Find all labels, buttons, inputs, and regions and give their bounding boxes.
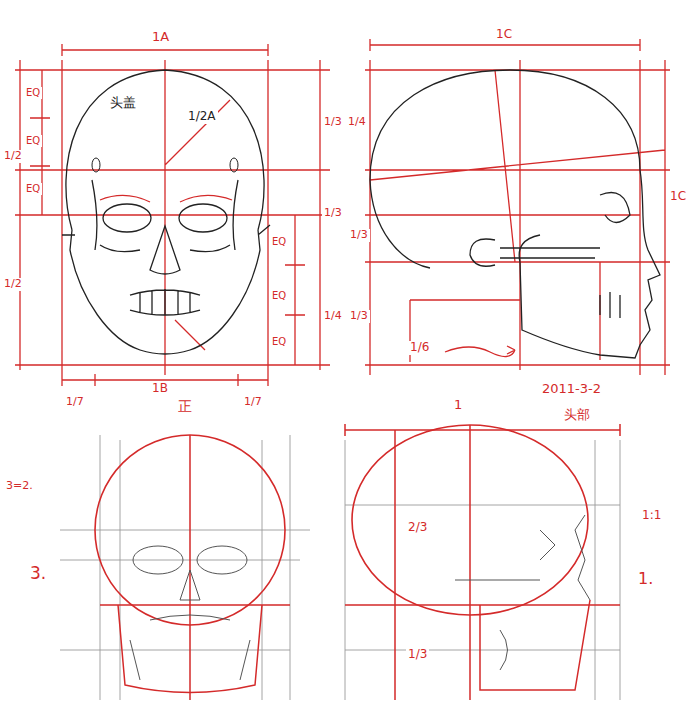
construction-lines	[345, 440, 620, 700]
dimension-label: 1/4	[346, 116, 368, 129]
dimension-label: 1C	[494, 28, 514, 42]
dimension-label: 1/2	[2, 278, 24, 291]
guide-lines	[365, 39, 670, 375]
construction-lines	[60, 435, 310, 700]
guide-lines	[345, 424, 620, 700]
dimension-label: 3=2.	[4, 480, 35, 493]
dimension-label: 头盖	[108, 96, 138, 111]
dimension-label: EQ	[24, 135, 42, 147]
temple-mark	[92, 158, 100, 172]
dimension-label: 1C	[668, 190, 688, 204]
dimension-label: 1.	[636, 570, 655, 588]
dimension-label: EQ	[24, 87, 42, 99]
dimension-label: 3.	[28, 564, 48, 584]
skull-front-sketch	[62, 70, 270, 354]
dimension-label: 1/6	[408, 341, 431, 355]
dimension-label: 2011-3-2	[540, 382, 603, 397]
dimension-label: 1/3	[348, 310, 370, 323]
dimension-label: 1/2	[2, 150, 24, 163]
dimension-label: EQ	[24, 183, 42, 195]
temple-mark	[230, 158, 238, 172]
dimension-label: 1/4	[322, 310, 344, 323]
dimension-label: 1/7	[242, 396, 264, 409]
dimension-label: 1/3	[322, 116, 344, 129]
guide-lines	[100, 435, 290, 700]
dimension-label: 1A	[150, 30, 171, 45]
skull-front-sketch	[130, 546, 250, 680]
dimension-label: EQ	[270, 290, 288, 302]
dimension-label: 1B	[150, 382, 170, 396]
dimension-label: 头部	[562, 408, 592, 423]
dimension-label: 1/2A	[186, 110, 218, 124]
dimension-label: EQ	[270, 336, 288, 348]
dimension-label: 1/3	[406, 648, 429, 662]
dimension-label: 正	[176, 398, 194, 414]
dimension-label: 2/3	[406, 521, 429, 535]
skull-side-sketch	[455, 515, 590, 670]
dimension-label: 1/7	[64, 396, 86, 409]
cranium-ellipse	[352, 425, 588, 615]
dimension-label: 1/3	[322, 207, 344, 220]
skull-side-sketch	[370, 70, 660, 358]
guide-lines	[15, 44, 330, 386]
dimension-label: 1/3	[348, 229, 370, 242]
dimension-label: 1	[452, 398, 464, 413]
dimension-label: 1:1	[640, 509, 663, 523]
dimension-label: EQ	[270, 236, 288, 248]
eye-socket	[103, 204, 151, 232]
eye-socket	[179, 204, 227, 232]
cranium-circle	[95, 435, 285, 625]
